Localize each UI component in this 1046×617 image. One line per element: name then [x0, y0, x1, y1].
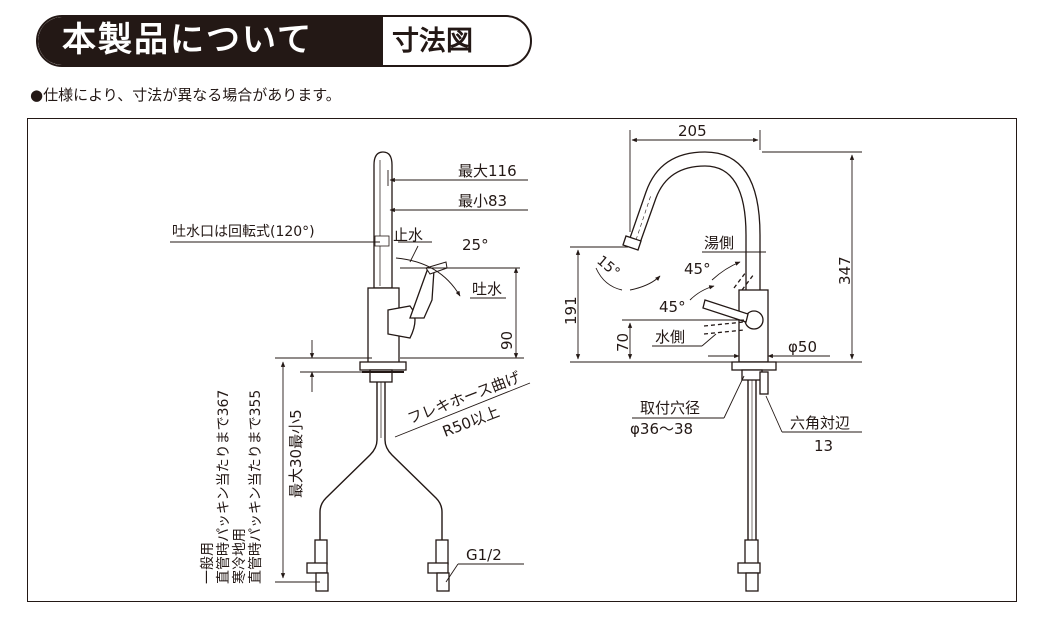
- header-dark-segment: [38, 17, 383, 65]
- label-height-90: 90: [498, 331, 516, 350]
- label-hot-side: 湯側: [704, 234, 734, 252]
- label-min-reach: 最小83: [458, 192, 507, 210]
- right-dimensions: [570, 130, 862, 433]
- label-cold-angle: 45°: [659, 298, 686, 316]
- label-hot-angle: 45°: [684, 260, 711, 278]
- label-spout-rotation: 吐水口は回転式(120°): [172, 224, 315, 240]
- label-height-347: 347: [836, 256, 854, 285]
- header-banner: [36, 15, 532, 67]
- label-hex-value: 13: [814, 437, 833, 455]
- spec-note: ●仕様により、寸法が異なる場合があります。: [30, 86, 341, 104]
- drawing-frame: [27, 118, 1017, 602]
- left-dimensions: [170, 170, 531, 583]
- label-lever-height-70: 70: [614, 333, 632, 352]
- label-counter-range: 最大30最小5: [287, 409, 305, 498]
- label-spout-height-191: 191: [562, 296, 580, 325]
- label-cold-type: 寒冷地用: [231, 528, 248, 584]
- label-stop: 止水: [393, 226, 423, 244]
- label-connection: G1/2: [466, 546, 502, 564]
- header-title: 本製品について: [62, 20, 313, 60]
- label-mount-hole: 取付穴径: [640, 399, 700, 417]
- label-angle-25: 25°: [462, 236, 489, 254]
- label-base-diameter: φ50: [788, 338, 817, 356]
- label-hex: 六角対辺: [790, 414, 850, 432]
- label-discharge: 吐水: [472, 280, 502, 298]
- label-width-205: 205: [678, 122, 707, 140]
- label-general-length: 直管時パッキン当たりまで367: [215, 390, 232, 584]
- header-subtitle: 寸法図: [392, 26, 473, 57]
- right-faucet: [622, 151, 777, 592]
- label-max-reach: 最大116: [458, 162, 517, 180]
- left-faucet: [306, 151, 450, 592]
- label-cold-side: 水側: [655, 328, 685, 346]
- label-spout-angle-15: 15°: [593, 253, 622, 281]
- label-general-type: 一般用: [200, 542, 216, 584]
- label-mount-hole-value: φ36〜38: [630, 420, 693, 438]
- label-cold-length: 直管時パッキン当たりまで355: [247, 390, 264, 584]
